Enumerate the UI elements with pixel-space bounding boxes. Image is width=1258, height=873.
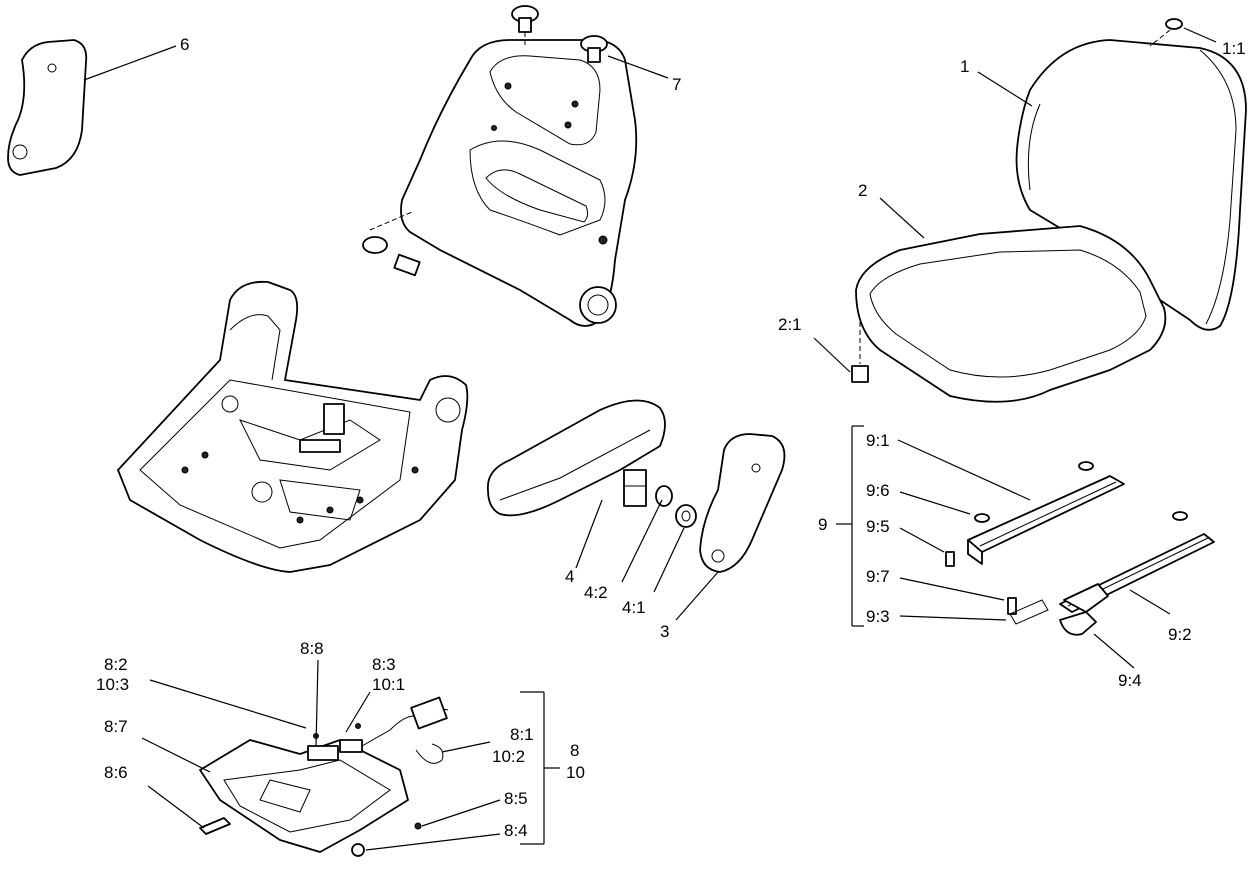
label-1-1: 1:1 <box>1222 39 1246 58</box>
knob-drawing <box>511 5 608 63</box>
screw-axis-1-1 <box>1149 29 1171 47</box>
label-2-1: 2:1 <box>778 315 802 334</box>
label-9-1: 9:1 <box>866 431 890 450</box>
label-6: 6 <box>180 35 189 54</box>
leader-9-7 <box>899 577 1005 601</box>
label-8-7: 8:7 <box>104 717 128 736</box>
leader-8-2 <box>149 679 307 729</box>
leader-8-4 <box>365 833 501 851</box>
leader-9-2 <box>1129 589 1171 615</box>
label-1: 1 <box>960 57 969 76</box>
label-9-4: 9:4 <box>1118 671 1142 690</box>
headrest-cover-drawing <box>7 39 88 176</box>
leader-2 <box>879 197 925 239</box>
side-cover-drawing <box>699 433 786 573</box>
leader-1-1 <box>1183 27 1217 43</box>
label-3: 3 <box>660 622 669 641</box>
leader-4 <box>575 499 603 569</box>
label-9-5: 9:5 <box>866 517 890 536</box>
leader-8-1 <box>441 741 491 753</box>
label-8-5: 8:5 <box>504 789 528 808</box>
leader-9-4 <box>1093 633 1135 669</box>
leader-2-1 <box>813 337 851 373</box>
leader-4-1 <box>653 527 685 593</box>
screw-1-1-drawing <box>1165 18 1183 30</box>
base-plate-drawing <box>199 696 449 857</box>
leader-9-3 <box>899 615 1007 621</box>
leader-8-5 <box>421 799 501 827</box>
label-8-1: 8:1 <box>510 725 534 744</box>
leader-9-1 <box>897 439 1031 501</box>
leader-8-6 <box>147 785 205 829</box>
label-9: 9 <box>818 515 827 534</box>
label-9-3: 9:3 <box>866 607 890 626</box>
armrest-drawing <box>487 399 697 528</box>
leader-6 <box>83 45 177 81</box>
leader-7 <box>607 55 669 79</box>
label-4-1: 4:1 <box>622 598 646 617</box>
leader-8-7 <box>141 737 211 773</box>
label-10-1: 10:1 <box>372 675 405 694</box>
label-9-7: 9:7 <box>866 567 890 586</box>
backrest-bolt-drawing <box>362 211 421 277</box>
label-8-8: 8:8 <box>300 639 324 658</box>
leader-3 <box>675 571 719 621</box>
label-8-2: 8:2 <box>104 655 128 674</box>
leader-8-8 <box>315 659 319 747</box>
label-8: 8 <box>570 741 579 760</box>
label-10-2: 10:2 <box>492 747 525 766</box>
label-9-2: 9:2 <box>1168 625 1192 644</box>
leader-8-3 <box>345 691 371 733</box>
label-9-6: 9:6 <box>866 481 890 500</box>
label-8-6: 8:6 <box>104 763 128 782</box>
leader-1 <box>977 71 1033 107</box>
backrest-cushion-drawing <box>1015 39 1247 331</box>
backrest-frame-drawing <box>400 39 638 327</box>
label-4: 4 <box>565 567 574 586</box>
screw-2-1-drawing <box>851 365 869 383</box>
seat-cushion-drawing <box>855 225 1167 403</box>
label-10: 10 <box>566 763 585 782</box>
label-8-3: 8:3 <box>372 655 396 674</box>
leader-4-2 <box>621 499 663 583</box>
seat-base-drawing <box>117 280 469 573</box>
label-7: 7 <box>672 75 681 94</box>
leader-9-5 <box>899 527 945 553</box>
label-2: 2 <box>858 181 867 200</box>
label-4-2: 4:2 <box>584 583 608 602</box>
label-10-3: 10:3 <box>96 675 129 694</box>
leader-9-6 <box>899 491 971 515</box>
slide-rails-drawing <box>945 461 1215 636</box>
label-8-4: 8:4 <box>504 821 528 840</box>
